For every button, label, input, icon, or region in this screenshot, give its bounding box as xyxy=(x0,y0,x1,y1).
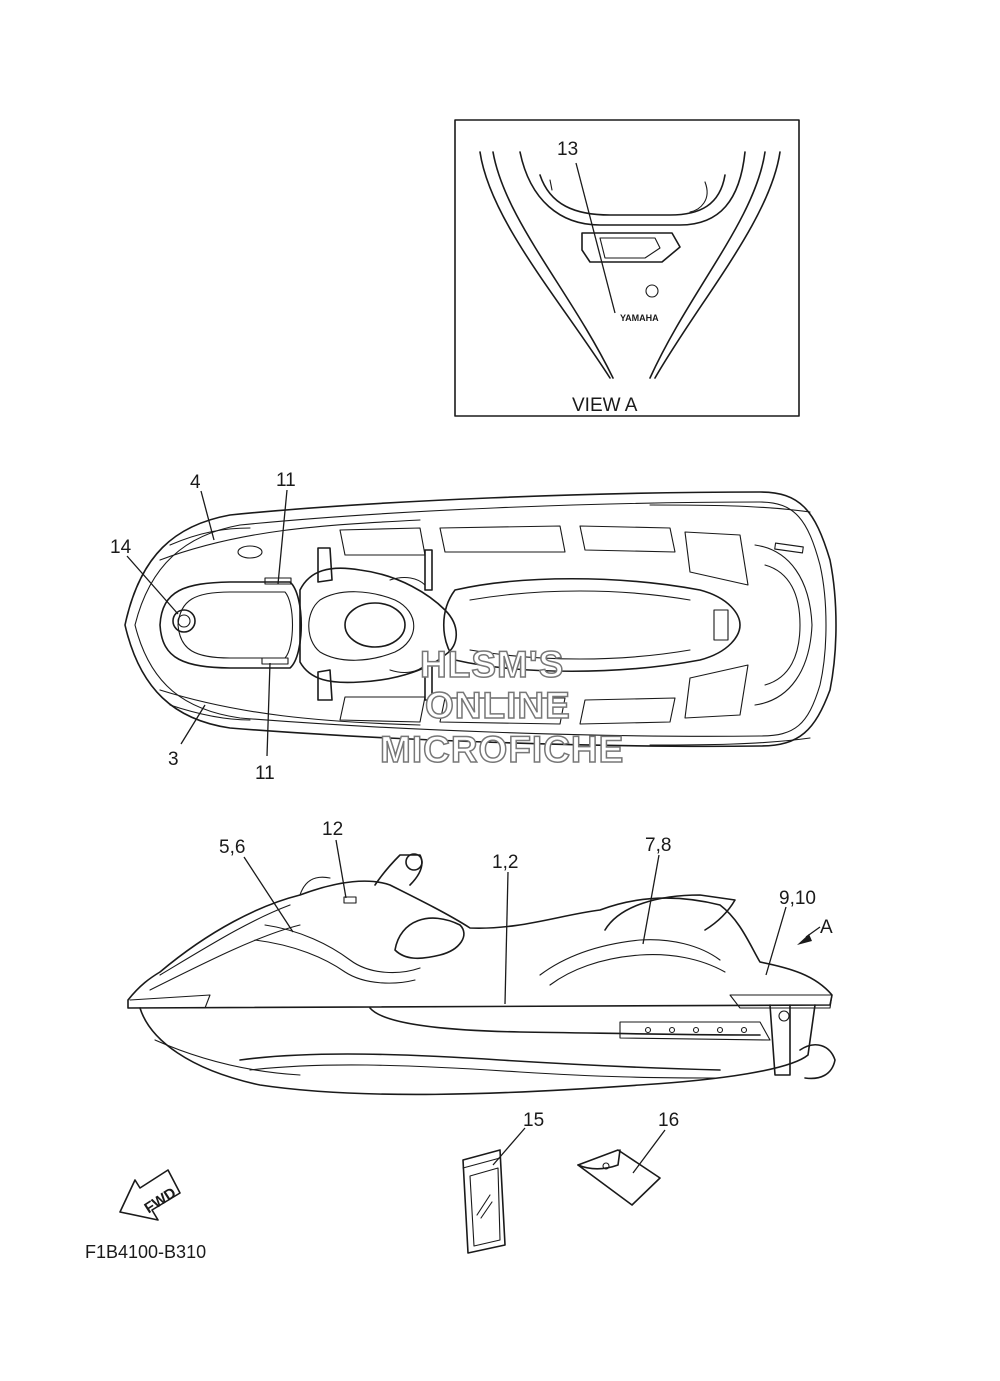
fwd-arrow-icon: FWD xyxy=(119,1169,181,1221)
callout-9-10: 9,10 xyxy=(779,888,816,909)
callout-16: 16 xyxy=(658,1110,679,1131)
watermark-line-2: ONLINE xyxy=(425,685,571,726)
leader-13 xyxy=(575,162,616,314)
view-a-rear-deck-drawing xyxy=(479,151,781,379)
watermark-line-3: MICROFICHE xyxy=(380,729,624,770)
callout-12: 12 xyxy=(322,819,343,840)
view-a-arrow-icon xyxy=(797,934,812,945)
callout-1-2: 1,2 xyxy=(492,852,518,873)
leader-7-8 xyxy=(642,854,660,945)
leader-15 xyxy=(492,1127,526,1166)
leader-4 xyxy=(200,490,215,541)
leader-16 xyxy=(632,1129,666,1174)
view-a-label: VIEW A xyxy=(572,395,638,416)
view-a-marker: A xyxy=(820,917,833,938)
callout-11-top: 11 xyxy=(276,470,296,491)
watermark-line-1: HLSM'S xyxy=(420,644,564,685)
callout-3: 3 xyxy=(168,749,179,770)
part-15-card xyxy=(462,1149,506,1254)
top-view: HLSM'S ONLINE MICROFICHE 4 11 14 3 11 xyxy=(110,470,837,784)
leader-5-6 xyxy=(243,856,294,933)
callout-5-6: 5,6 xyxy=(219,837,245,858)
callout-15: 15 xyxy=(523,1110,544,1131)
callout-11-bottom: 11 xyxy=(255,763,275,784)
callout-13: 13 xyxy=(557,139,578,160)
side-view: A 12 5,6 1,2 7,8 9,10 xyxy=(127,819,836,1096)
callout-7-8: 7,8 xyxy=(645,835,671,856)
leader-9-10 xyxy=(765,906,787,976)
small-parts: 15 16 xyxy=(462,1110,679,1254)
callout-4: 4 xyxy=(190,472,201,493)
leader-11-bottom xyxy=(266,662,271,757)
leader-1-2 xyxy=(504,871,509,1005)
leader-11-top xyxy=(277,489,288,585)
view-a-frame xyxy=(454,119,800,417)
part-code: F1B4100-B310 xyxy=(85,1242,206,1262)
leader-12 xyxy=(335,839,347,899)
view-a-logo-decal: YAMAHA xyxy=(620,313,659,323)
callout-14: 14 xyxy=(110,537,132,558)
part-16-pouch xyxy=(577,1149,661,1206)
leader-14 xyxy=(126,555,179,615)
side-view-hull-drawing xyxy=(127,853,836,1096)
leader-3 xyxy=(180,704,206,745)
view-a-inset: YAMAHA 13 VIEW A xyxy=(454,119,800,417)
fwd-arrow-label: FWD xyxy=(141,1184,179,1217)
top-view-hull-drawing xyxy=(124,491,837,748)
